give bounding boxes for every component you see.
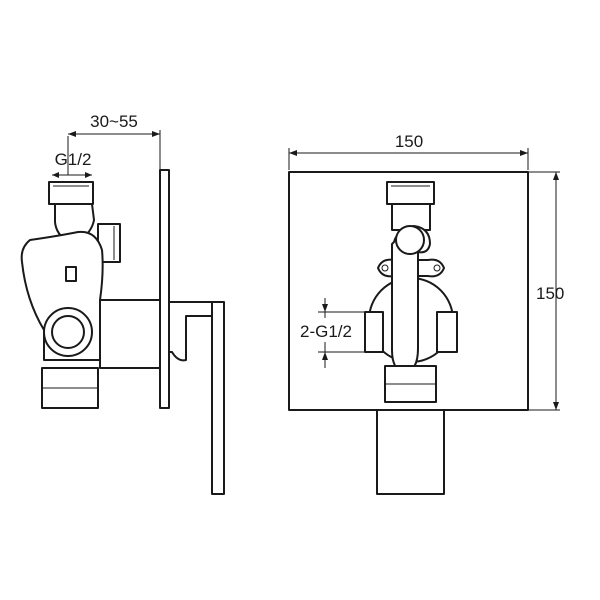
lever-handle-side xyxy=(168,301,225,495)
dim-outlets: 2-G1/2 xyxy=(290,298,365,368)
dim-height: 150 xyxy=(528,171,564,411)
dim-width-label: 150 xyxy=(395,132,423,151)
dim-outlets-label: 2-G1/2 xyxy=(300,322,352,341)
valve-ring-inner xyxy=(51,315,85,349)
dim-height-label: 150 xyxy=(536,284,564,303)
front-top-nut xyxy=(386,181,435,205)
valve-body-front xyxy=(364,181,458,403)
top-nut xyxy=(48,181,94,205)
outlet-left xyxy=(364,311,384,353)
wall-plate-side xyxy=(159,169,170,409)
dim-depth-range: 30~55 xyxy=(67,112,161,178)
cartridge-body xyxy=(99,299,161,369)
lever-handle-front xyxy=(376,409,445,495)
dim-depth-range-label: 30~55 xyxy=(90,112,138,131)
handle-lever xyxy=(211,301,225,495)
dim-thread-label: G1/2 xyxy=(55,150,92,169)
valve-window xyxy=(65,266,77,282)
dim-width: 150 xyxy=(288,132,529,170)
front-view: 150 150 xyxy=(288,132,564,495)
pipe-elbow xyxy=(395,225,425,255)
handle-base xyxy=(168,301,223,362)
dim-thread: G1/2 xyxy=(52,150,92,178)
valve-body-side xyxy=(20,181,161,409)
side-view: 30~55 G1/2 xyxy=(20,112,225,495)
outlet-right xyxy=(436,311,458,353)
